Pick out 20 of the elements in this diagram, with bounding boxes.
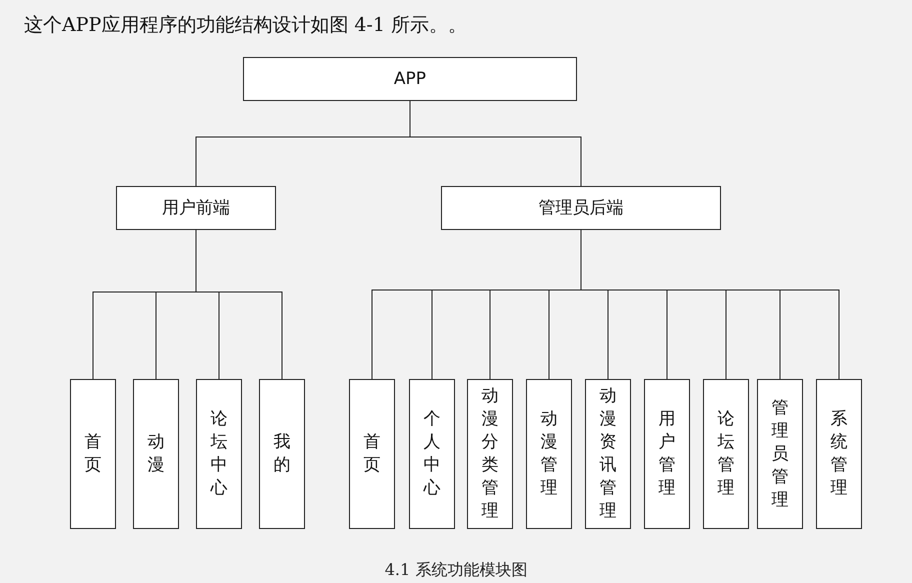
figure-caption: 4.1 系统功能模块图	[384, 560, 528, 579]
function-box: 系统管理	[816, 379, 862, 529]
function-box: 管理员管理	[757, 379, 803, 529]
function-box: 首页	[70, 379, 116, 529]
connector-line	[410, 100, 582, 186]
module-box: 用户前端	[116, 186, 276, 230]
module-box: 管理员后端	[441, 186, 721, 230]
function-box: 动漫管理	[526, 379, 572, 529]
connector-line	[196, 230, 282, 380]
function-box: 论坛中心	[196, 379, 242, 529]
function-box: 动漫资讯管理	[585, 379, 631, 529]
function-box: 论坛管理	[703, 379, 749, 529]
module-box: APP	[243, 57, 577, 101]
function-box: 动漫	[133, 379, 179, 529]
function-box: 首页	[349, 379, 395, 529]
function-box: 用户管理	[644, 379, 690, 529]
function-box: 个人中心	[409, 379, 455, 529]
function-box: 动漫分类管理	[467, 379, 513, 529]
function-box: 我的	[259, 379, 305, 529]
heading: 这个APP应用程序的功能结构设计如图 4-1 所示。。	[24, 13, 467, 38]
